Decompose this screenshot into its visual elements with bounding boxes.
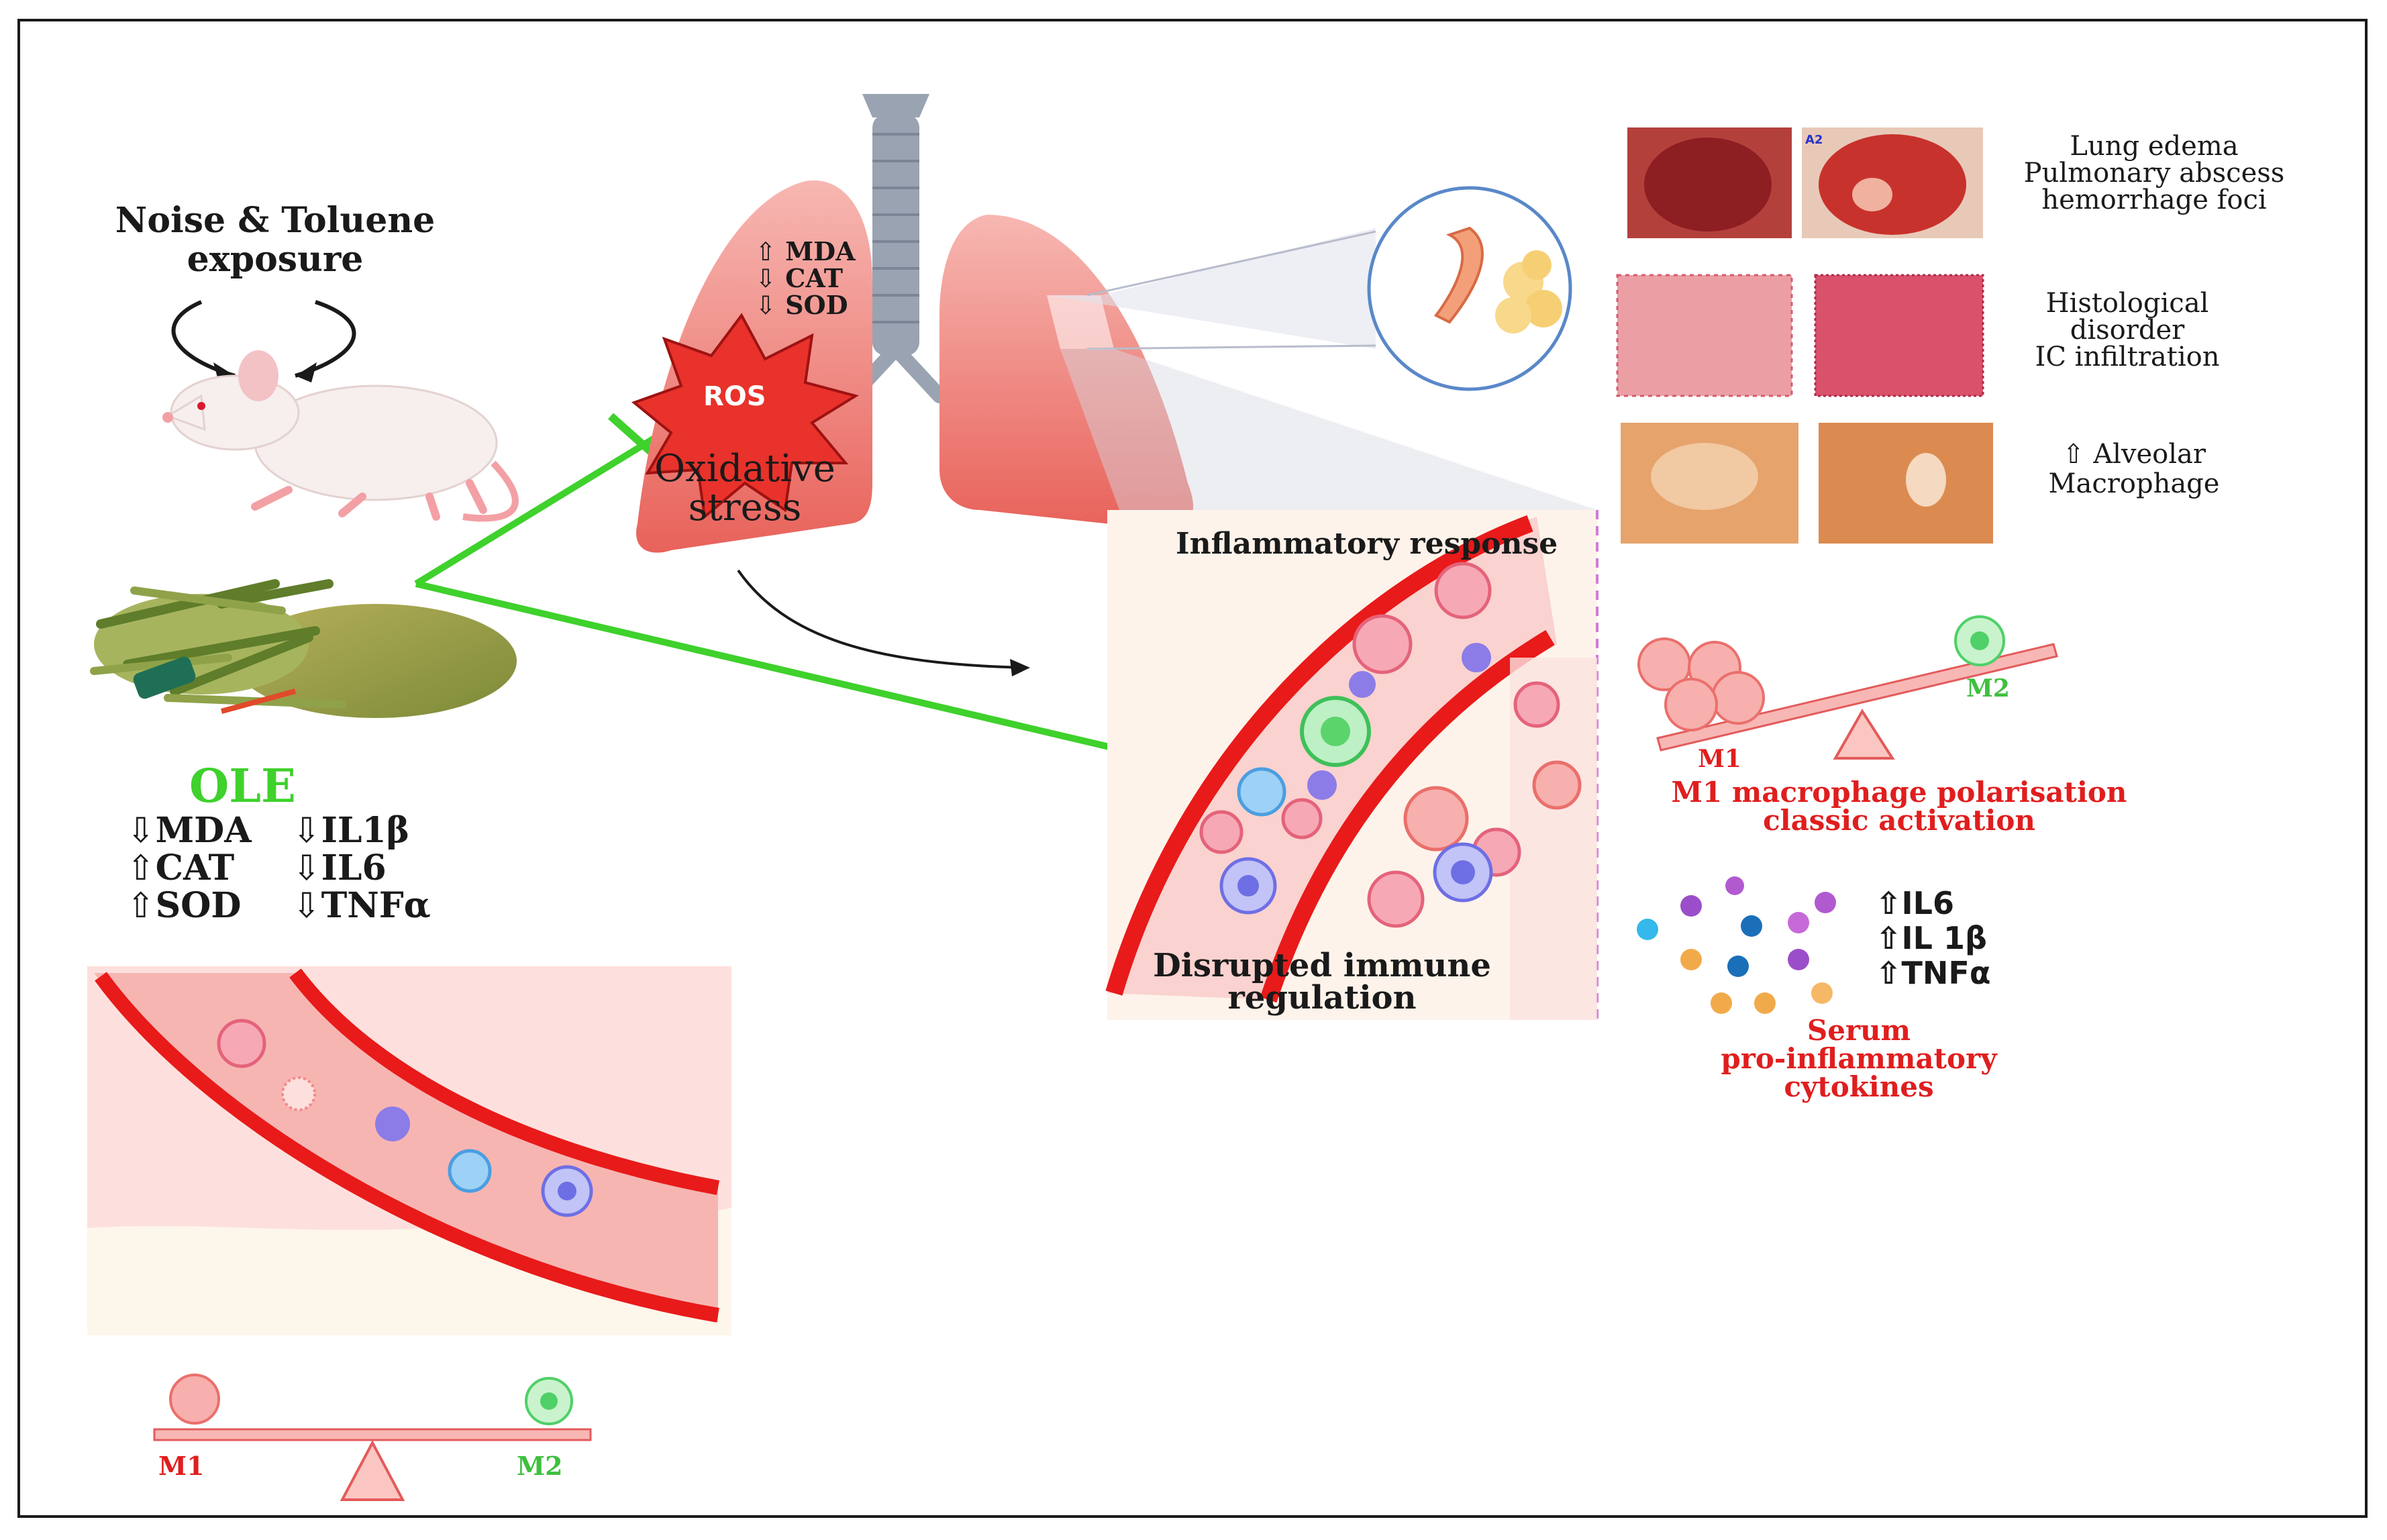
oxidative-line1: Oxidative — [654, 447, 835, 491]
cytokine-il6: ⇧IL6 — [1876, 885, 1954, 921]
finding-gross-line3: hemorrhage foci — [2041, 185, 2267, 215]
photo-label: A2 — [1805, 133, 1823, 147]
balanced-seesaw — [153, 1374, 592, 1501]
exposure-label: Noise & Toluene exposure — [81, 201, 470, 279]
bottom-m2-label: M2 — [517, 1451, 563, 1481]
ole-title: OLE — [189, 760, 296, 813]
histology-images — [1616, 274, 1984, 397]
progression-arrow — [737, 569, 1030, 676]
immune-line2: regulation — [1227, 979, 1417, 1017]
cytokine-list: ⇧IL6 ⇧IL 1β ⇧TNFα — [1876, 886, 1990, 990]
ole-il1b: ⇩IL1β — [292, 810, 410, 851]
lung-marker-cat: ⇩ CAT — [755, 263, 843, 293]
ole-tnfa: ⇩TNFα — [292, 885, 431, 926]
ole-mda: ⇩MDA — [126, 810, 252, 851]
immune-cells — [1199, 562, 1582, 928]
cytokine-tnfa: ⇧TNFα — [1876, 955, 1991, 991]
seesaw-m2-label: M2 — [1966, 674, 2010, 703]
exposure-line1: Noise & Toluene — [115, 200, 436, 241]
ole-sod: ⇧SOD — [126, 885, 242, 926]
ole-cat: ⇧CAT — [126, 848, 235, 888]
oxidative-line2: stress — [688, 486, 802, 529]
figure-border — [17, 19, 2368, 1518]
finding-histology: Histological disorder IC infiltration — [1986, 290, 2268, 370]
lung-marker-sod: ⇩ SOD — [755, 290, 848, 320]
cytokine-dots — [1637, 876, 1836, 1014]
lung-markers: ⇧ MDA ⇩ CAT ⇩ SOD — [755, 238, 856, 319]
ole-markers-col1: ⇩MDA ⇧CAT ⇧SOD — [126, 812, 252, 925]
ole-markers-col2: ⇩IL1β ⇩IL6 ⇩TNFα — [292, 812, 431, 925]
m1-dominant-seesaw — [1637, 615, 2058, 760]
inflammatory-vessel-panel — [1105, 510, 1598, 1020]
finding-gross: Lung edema Pulmonary abscess hemorrhage … — [1986, 133, 2322, 213]
cytokine-il1b: ⇧IL 1β — [1876, 920, 1987, 956]
bronchiole-icon — [1433, 226, 1484, 324]
olive-leaf-extract-icon — [90, 579, 517, 718]
rat-icon — [162, 350, 519, 522]
finding-histology-line1: Histological — [2045, 288, 2209, 319]
immune-regulation-label: Disrupted immune regulation — [1114, 949, 1530, 1014]
treated-vessel-panel — [87, 966, 731, 1335]
finding-gross-line2: Pulmonary abscess — [2023, 158, 2285, 189]
lung-photos — [1627, 127, 1983, 238]
ros-label: ROS — [703, 381, 766, 412]
macrophage-stain-images — [1621, 423, 1993, 544]
finding-gross-line1: Lung edema — [2070, 131, 2239, 162]
polarisation-line2: classic activation — [1763, 804, 2035, 837]
seesaw-m1-label: M1 — [1698, 745, 1741, 773]
treated-immune-cells — [217, 1019, 593, 1217]
serum-cytokines-label: Serum pro-inflammatory cytokines — [1678, 1017, 2040, 1101]
oxidative-stress-label: Oxidative stress — [617, 450, 872, 527]
serum-line1: Serum — [1807, 1014, 1911, 1047]
finding-histology-line3: IC infiltration — [2035, 342, 2220, 372]
finding-macrophage-line1: ⇧ Alveolar — [2062, 439, 2206, 470]
finding-macrophage: ⇧ Alveolar Macrophage — [2007, 440, 2262, 499]
serum-line3: cytokines — [1784, 1070, 1934, 1103]
immune-line1: Disrupted immune — [1153, 947, 1491, 984]
finding-macrophage-line2: Macrophage — [2048, 468, 2220, 499]
bottom-m1-label: M1 — [158, 1451, 205, 1481]
ros-starburst-icon — [631, 313, 860, 519]
inflammatory-response-label: Inflammatory response — [1176, 527, 1558, 561]
finding-histology-line2: disorder — [2070, 315, 2185, 346]
alveoli-cluster-icon — [1495, 250, 1562, 333]
polarisation-line1: M1 macrophage polarisation — [1671, 776, 2127, 809]
lung-marker-mda: ⇧ MDA — [755, 236, 856, 266]
exposure-line2: exposure — [187, 239, 364, 280]
ole-il6: ⇩IL6 — [292, 848, 387, 888]
serum-line2: pro-inflammatory — [1721, 1042, 1997, 1075]
polarisation-label: M1 macrophage polarisation classic activ… — [1637, 778, 2161, 835]
